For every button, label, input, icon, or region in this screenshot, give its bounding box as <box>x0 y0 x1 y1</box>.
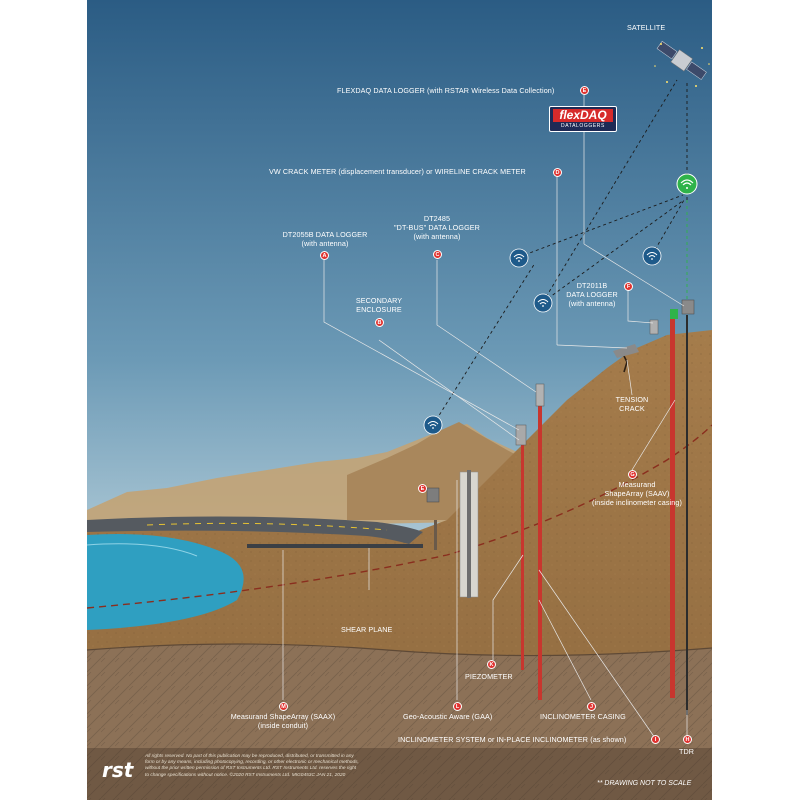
satellite-icon <box>654 40 710 87</box>
badge-h: H <box>683 735 692 744</box>
badge-d: D <box>553 168 562 177</box>
badge-m: M <box>279 702 288 711</box>
tension-line1: TENSION <box>615 395 649 404</box>
dt2485-line3: (with antenna) <box>413 232 461 241</box>
secondary-enclosure-label: SECONDARY ENCLOSURE <box>342 296 416 314</box>
diagram-art <box>87 0 712 800</box>
badge-k: K <box>487 660 496 669</box>
rst-logo: rst <box>102 758 134 782</box>
tdr-label: TDR <box>679 747 695 756</box>
dt2011b-line3: (with antenna) <box>568 299 616 308</box>
shear-plane-label: SHEAR PLANE <box>341 625 393 634</box>
wireless-icon <box>676 173 698 195</box>
vw-crack-label: VW CRACK METER (displacement transducer)… <box>269 167 526 176</box>
saav-line3: (inside inclinometer casing) <box>592 498 682 507</box>
badge-f: F <box>624 282 633 291</box>
dt2011b-label: DT2011B DATA LOGGER (with antenna) <box>557 281 627 308</box>
diagram-poster: flexDAQ DATALOGGERS SATELLITE FLEXDAQ DA… <box>87 0 712 800</box>
saax-line2: (inside conduit) <box>257 721 309 730</box>
secondary-line1: SECONDARY <box>355 296 403 305</box>
badge-i: I <box>651 735 660 744</box>
wireless-icon <box>509 248 529 268</box>
badge-l: L <box>453 702 462 711</box>
flexdaq-logo-subtext: DATALOGGERS <box>561 123 605 129</box>
dt2055b-label: DT2055B DATA LOGGER (with antenna) <box>275 230 375 248</box>
badge-e: E <box>580 86 589 95</box>
dt2485-label: DT2485 "DT-BUS" DATA LOGGER (with antenn… <box>387 214 487 241</box>
flexdaq-logo-text: flexDAQ <box>553 109 613 122</box>
scale-note: ** DRAWING NOT TO SCALE <box>597 780 692 787</box>
dt2055b-line1: DT2055B DATA LOGGER <box>282 230 368 239</box>
saav-line1: Measurand <box>618 480 656 489</box>
tension-line2: CRACK <box>619 404 645 413</box>
badge-j: J <box>587 702 596 711</box>
dt2011b-line2: DATA LOGGER <box>566 290 618 299</box>
piezometer-label: PIEZOMETER <box>465 672 513 681</box>
inclinometer-casing-label: INCLINOMETER CASING <box>540 712 626 721</box>
saax-line1: Measurand ShapeArray (SAAX) <box>230 712 336 721</box>
badge-a: A <box>320 251 329 260</box>
dt2055b-line2: (with antenna) <box>301 239 349 248</box>
inclinometer-system-label: INCLINOMETER SYSTEM or IN-PLACE INCLINOM… <box>398 735 627 744</box>
saav-line2: ShapeArray (SAAV) <box>604 489 670 498</box>
dt2011b-line1: DT2011B <box>576 281 608 290</box>
flexdaq-logo: flexDAQ DATALOGGERS <box>549 106 617 132</box>
saav-label: Measurand ShapeArray (SAAV) (inside incl… <box>582 480 692 507</box>
wireless-icon <box>423 415 443 435</box>
gaa-label: Geo-Acoustic Aware (GAA) <box>403 712 493 721</box>
saax-label: Measurand ShapeArray (SAAX) (inside cond… <box>227 712 339 730</box>
dt2485-line1: DT2485 <box>423 214 451 223</box>
wireless-icon <box>533 293 553 313</box>
satellite-label: SATELLITE <box>627 23 666 32</box>
flexdaq-label: FLEXDAQ DATA LOGGER (with RSTAR Wireless… <box>337 86 555 95</box>
secondary-line2: ENCLOSURE <box>356 305 402 314</box>
badge-g: G <box>628 470 637 479</box>
dt2485-line2: "DT-BUS" DATA LOGGER <box>394 223 480 232</box>
copyright-notice: All rights reserved. No part of this pub… <box>145 754 359 778</box>
badge-c: C <box>433 250 442 259</box>
badge-e2: E <box>418 484 427 493</box>
wireless-icon <box>642 246 662 266</box>
badge-b: B <box>375 318 384 327</box>
tension-crack-label: TENSION CRACK <box>607 395 657 413</box>
